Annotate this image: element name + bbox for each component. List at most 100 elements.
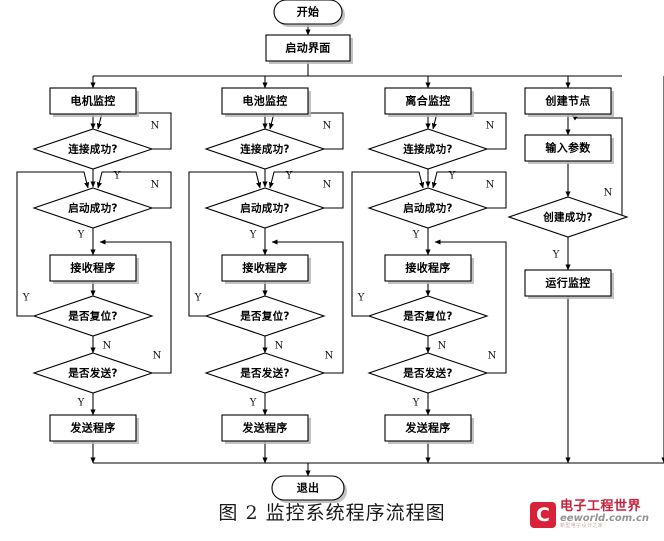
node-battery-header[interactable] (221, 87, 311, 117)
node-clutch-connect-label: 连接成功? (403, 143, 453, 156)
label-battery-reset-yes: Y (194, 293, 202, 304)
label-motor-start-no: N (151, 180, 160, 191)
node-clutch-header-label: 离合监控 (405, 94, 450, 108)
edge-battery-connect-no (268, 112, 344, 150)
label-node-create-yes: Y (552, 250, 560, 261)
label-clutch-connect-no: N (486, 121, 495, 132)
label-clutch-connect-yes: Y (448, 171, 456, 182)
node-motor-sendq-label: 是否发送? (67, 367, 118, 380)
terminal-start[interactable] (273, 0, 345, 27)
node-motor-send-label: 发送程序 (69, 421, 115, 435)
init-screen-box[interactable] (265, 34, 353, 64)
watermark-logo: C 电子工程世界 eeworld.com.cn 新型电子设计之家 (530, 493, 658, 537)
watermark-tagline: 新型电子设计之家 (560, 523, 604, 530)
label-clutch-reset-no: N (438, 341, 447, 352)
node-battery-sendq[interactable] (204, 352, 326, 394)
node-clutch-connect[interactable] (367, 128, 489, 170)
node-clutch-start[interactable] (367, 187, 489, 229)
watermark-en-label: eeworld.com.cn (560, 512, 650, 524)
node-motor-connect[interactable] (32, 128, 154, 170)
node-run-monitor-label: 运行监控 (545, 276, 590, 290)
label-battery-reset-no: N (275, 341, 284, 352)
node-battery-header-label: 电池监控 (242, 94, 287, 108)
label-clutch-reset-yes: Y (357, 293, 365, 304)
node-motor-receive-label: 接收程序 (70, 261, 115, 275)
edge-motor-reset-yes (16, 171, 90, 317)
node-battery-reset[interactable] (204, 295, 326, 337)
watermark-cn-label: 电子工程世界 (560, 499, 642, 515)
label-battery-sendq-yes: Y (249, 398, 257, 409)
node-clutch-receive[interactable] (384, 254, 474, 284)
edge-battery-start-no (268, 171, 344, 209)
node-motor-header[interactable] (49, 87, 139, 117)
edge-clutch-connect-no (431, 112, 507, 150)
node-clutch-sendq-label: 是否发送? (402, 367, 453, 380)
node-layer: 开始启动界面电机监控连接成功?启动成功?接收程序是否复位?是否发送?发送程序电池… (32, 0, 629, 503)
label-clutch-sendq-no: N (488, 351, 497, 362)
edge-battery-reset-yes (188, 171, 262, 317)
label-clutch-sendq-yes: Y (412, 398, 420, 409)
terminal-exit[interactable] (271, 475, 347, 503)
node-clutch-send-label: 发送程序 (404, 421, 450, 435)
node-clutch-reset-label: 是否复位? (402, 310, 453, 323)
edge-motor-connect-no (96, 112, 172, 150)
node-input-params[interactable] (524, 134, 614, 164)
node-clutch-header[interactable] (384, 87, 474, 117)
connector-layer: N Y N Y Y N N Y N Y N Y Y N N Y N Y N Y Y N N Y N Y (16, 24, 664, 477)
watermark-badge-icon: C (530, 502, 556, 528)
edge-clutch-start-no (431, 171, 507, 209)
node-create-header[interactable] (524, 87, 614, 117)
node-clutch-sendq[interactable] (367, 352, 489, 394)
edge-clutch-reset-yes (351, 171, 425, 317)
label-motor-start-yes: Y (77, 230, 85, 241)
node-battery-receive-label: 接收程序 (242, 261, 287, 275)
label-battery-start-no: N (323, 180, 332, 191)
label-motor-sendq-no: N (153, 351, 162, 362)
label-motor-sendq-yes: Y (77, 398, 85, 409)
node-clutch-send[interactable] (384, 414, 474, 444)
node-battery-connect[interactable] (204, 128, 326, 170)
node-clutch-receive-label: 接收程序 (405, 261, 450, 275)
label-motor-reset-yes: Y (22, 293, 30, 304)
node-create-header-label: 创建节点 (544, 94, 590, 108)
node-motor-start-label: 启动成功? (68, 202, 118, 215)
watermark-text: 电子工程世界 eeworld.com.cn 新型电子设计之家 (560, 500, 649, 529)
label-battery-start-yes: Y (249, 230, 257, 241)
node-battery-receive[interactable] (221, 254, 311, 284)
node-run-monitor[interactable] (524, 269, 614, 299)
edge-battery-sendq-no (271, 239, 344, 374)
node-create-ok[interactable] (507, 196, 629, 238)
terminal-exit-label: 退出 (297, 481, 320, 495)
node-motor-reset[interactable] (32, 295, 154, 337)
label-motor-reset-no: N (103, 341, 112, 352)
terminal-start-label: 开始 (297, 5, 320, 19)
node-create-ok-label: 创建成功? (542, 211, 593, 224)
edge-motor-start-no (96, 171, 172, 209)
label-battery-sendq-no: N (325, 351, 334, 362)
label-clutch-start-no: N (486, 180, 495, 191)
label-clutch-start-yes: Y (412, 230, 420, 241)
label-battery-connect-no: N (323, 121, 332, 132)
node-motor-connect-label: 连接成功? (68, 143, 118, 156)
figure-caption: 图 2 监控系统程序流程图 (218, 502, 446, 524)
node-clutch-reset[interactable] (367, 295, 489, 337)
node-motor-sendq[interactable] (32, 352, 154, 394)
node-clutch-start-label: 启动成功? (403, 202, 453, 215)
node-input-params-label: 输入参数 (545, 141, 591, 155)
node-battery-sendq-label: 是否发送? (239, 367, 290, 380)
node-battery-send[interactable] (221, 414, 311, 444)
label-battery-connect-yes: Y (285, 171, 293, 182)
label-node-create-no: N (604, 188, 613, 199)
label-motor-connect-yes: Y (113, 171, 121, 182)
init-screen-box-label: 启动界面 (285, 41, 330, 55)
edge-clutch-sendq-no (434, 239, 507, 374)
node-battery-start[interactable] (204, 187, 326, 229)
node-motor-send[interactable] (49, 414, 139, 444)
label-motor-connect-no: N (151, 121, 160, 132)
node-battery-reset-label: 是否复位? (239, 310, 290, 323)
node-motor-reset-label: 是否复位? (67, 310, 118, 323)
node-motor-start[interactable] (32, 187, 154, 229)
node-motor-receive[interactable] (49, 254, 139, 284)
